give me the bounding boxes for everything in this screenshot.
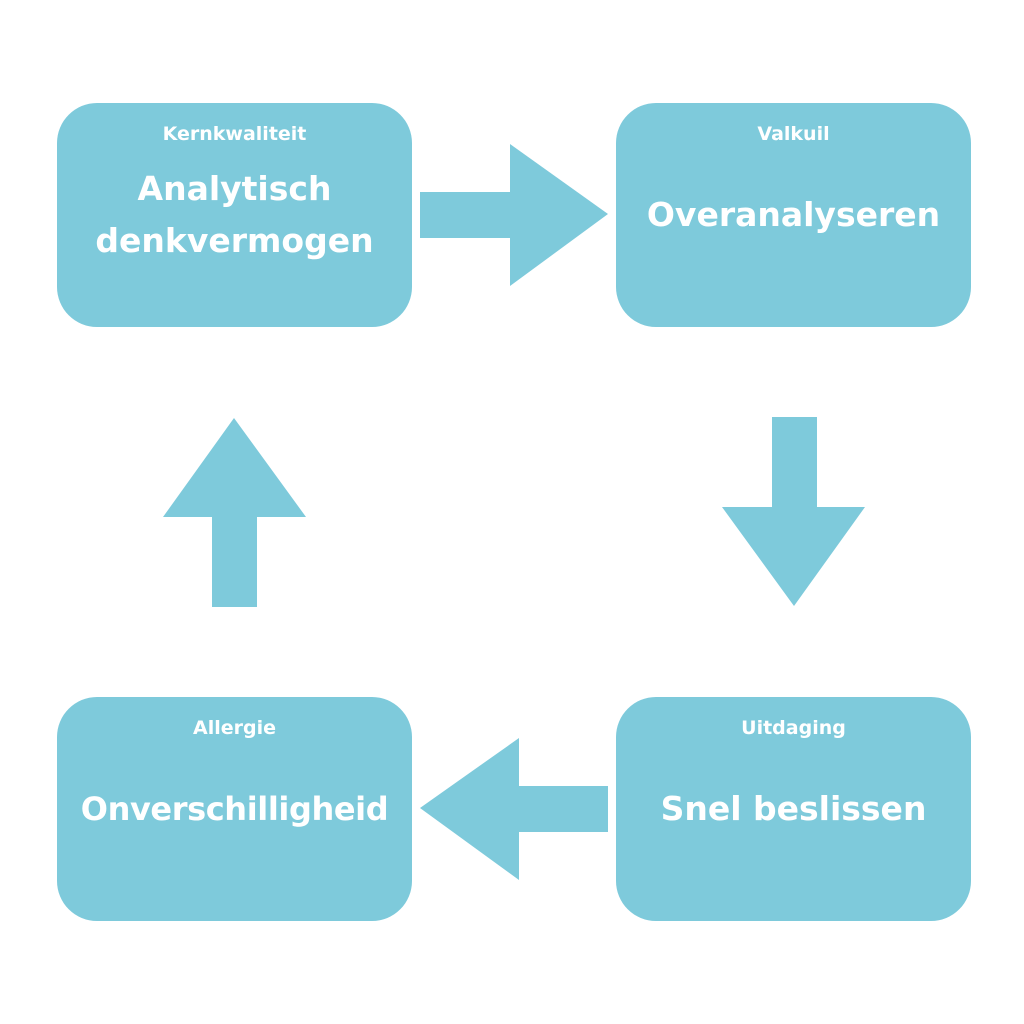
box-label-kernkwaliteit: Kernkwaliteit <box>162 123 307 145</box>
box-label-allergie: Allergie <box>193 717 276 739</box>
arrow-left-icon <box>420 738 608 880</box>
box-label-uitdaging: Uitdaging <box>741 717 846 739</box>
box-title-uitdaging: Snel beslissen <box>660 789 927 828</box>
box-title-line-2: denkvermogen <box>95 221 374 260</box>
arrow-up-icon <box>163 418 306 607</box>
box-title-kernkwaliteit: Analytisch denkvermogen <box>57 163 412 267</box>
box-kernkwaliteit: Kernkwaliteit Analytisch denkvermogen <box>57 103 412 327</box>
box-uitdaging: Uitdaging Snel beslissen <box>616 697 971 921</box>
box-label-valkuil: Valkuil <box>757 123 830 145</box>
arrow-right-icon <box>420 144 608 286</box>
box-title-allergie: Onverschilligheid <box>80 790 389 828</box>
box-allergie: Allergie Onverschilligheid <box>57 697 412 921</box>
box-valkuil: Valkuil Overanalyseren <box>616 103 971 327</box>
box-title-line-1: Analytisch <box>137 169 332 208</box>
arrow-down-icon <box>722 417 865 606</box>
box-title-valkuil: Overanalyseren <box>646 195 941 234</box>
